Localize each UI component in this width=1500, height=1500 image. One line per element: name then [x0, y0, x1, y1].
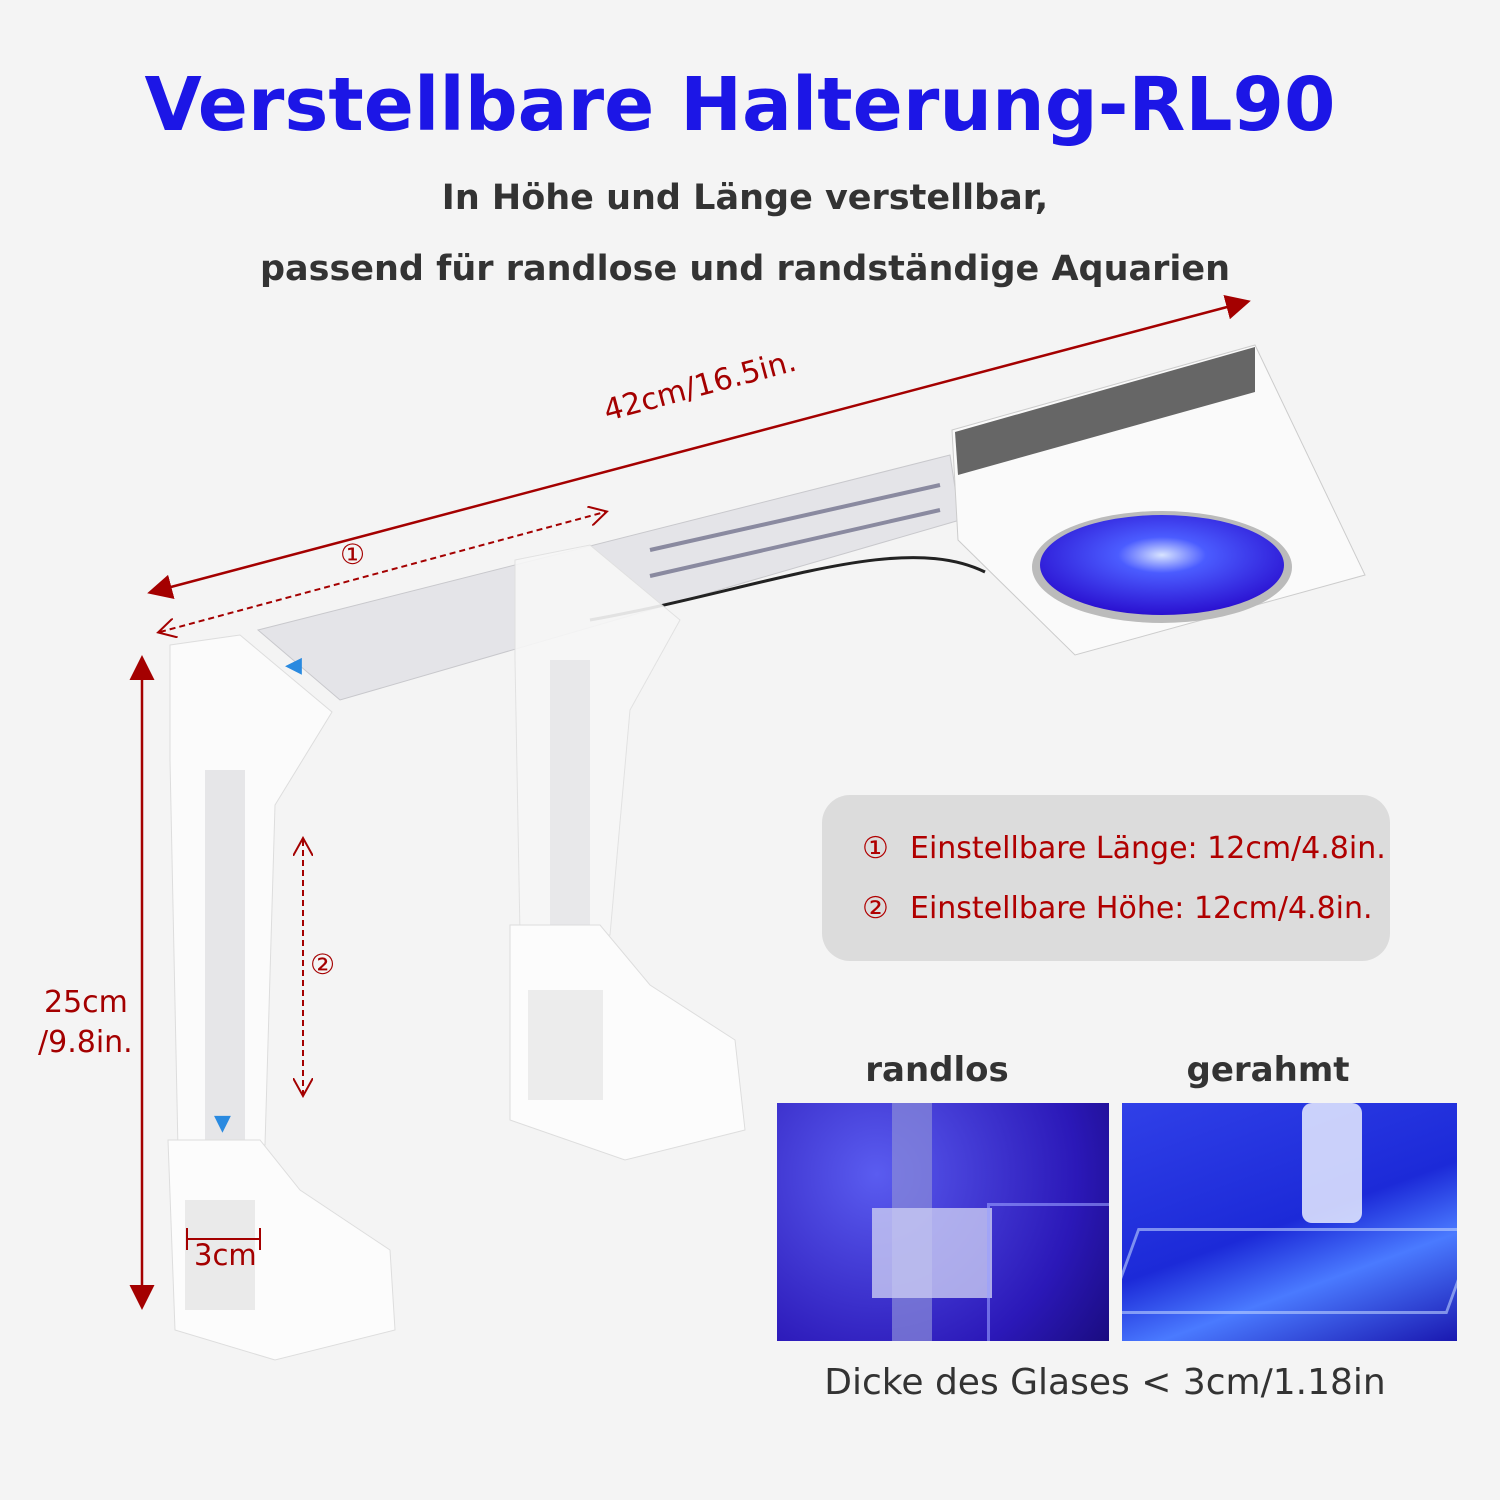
led-lens — [1040, 515, 1284, 615]
height-label-2: /9.8in. — [38, 1025, 133, 1060]
info-box: ① Einstellbare Länge: 12cm/4.8in. ② Einste… — [822, 795, 1390, 961]
rimless-photo — [777, 1103, 1109, 1341]
glass-width-bracket — [186, 1228, 261, 1250]
info-marker: ① — [862, 831, 889, 866]
framed-label: gerahmt — [1186, 1050, 1350, 1090]
right-clamp — [509, 924, 746, 1161]
info-text: Einstellbare Länge: 12cm/4.8in. — [910, 831, 1386, 866]
slide-arrow-icon: ◀ — [285, 653, 302, 678]
subtitle-line-1: In Höhe und Länge verstellbar, — [441, 178, 1049, 218]
glass-thickness-caption: Dicke des Glases < 3cm/1.18in — [824, 1362, 1386, 1403]
adjust-length-line — [160, 512, 605, 632]
glass-width-label: 3cm — [194, 1238, 257, 1272]
subtitle-line-2: passend für randlose und randständige Aq… — [259, 249, 1231, 289]
info-item-length: ① Einstellbare Länge: 12cm/4.8in. — [862, 831, 1386, 866]
slide-down-arrow-icon: ▼ — [214, 1111, 231, 1136]
marker-2: ② — [310, 948, 336, 981]
left-bracket — [169, 634, 333, 1151]
rimless-label: randlos — [865, 1050, 1009, 1090]
height-label-1: 25cm — [44, 985, 128, 1020]
marker-1: ① — [340, 538, 366, 571]
info-text: Einstellbare Höhe: 12cm/4.8in. — [910, 891, 1373, 926]
page-title: Verstellbare Halterung-RL90 — [144, 62, 1336, 148]
info-marker: ② — [862, 891, 889, 926]
framed-photo — [1122, 1103, 1457, 1341]
right-bracket — [514, 544, 681, 936]
info-item-height: ② Einstellbare Höhe: 12cm/4.8in. — [862, 891, 1373, 926]
